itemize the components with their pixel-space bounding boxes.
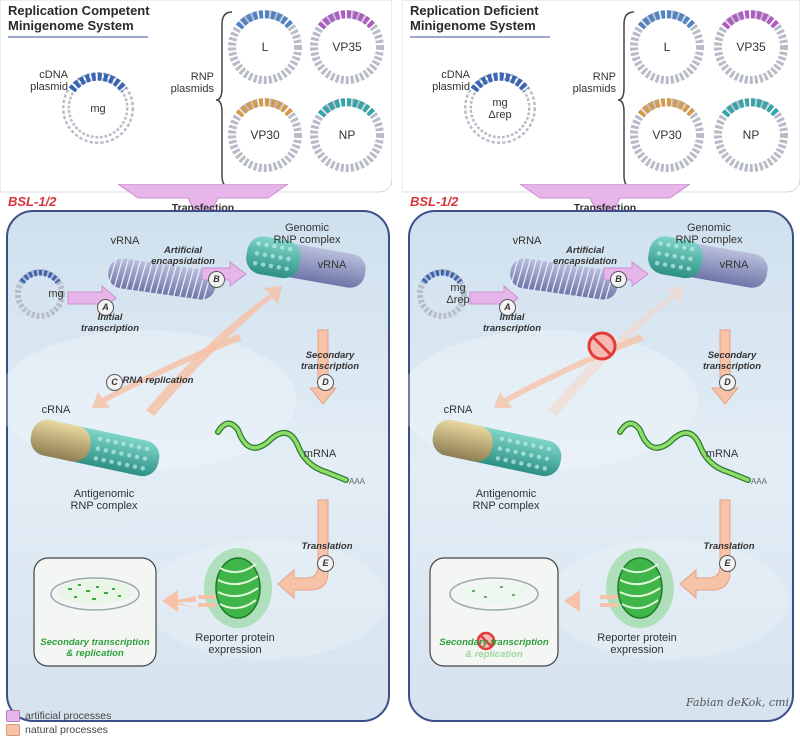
right-cell-translation: Translation <box>703 541 755 552</box>
legend-label-artificial: artificial processes <box>25 710 112 722</box>
right-cell-crna-label: cRNA <box>443 404 473 416</box>
right-mg-plasmid <box>464 72 536 144</box>
right-step-e: E <box>719 555 736 572</box>
right-plasmid-vp35: VP35 <box>736 40 766 54</box>
right-brace <box>618 11 635 189</box>
left-cdna-label: cDNA plasmid <box>30 69 68 93</box>
right-cell-aaa-label: AAA <box>750 477 767 486</box>
left-mg-label: mg <box>90 103 106 115</box>
right-bsl-label: BSL-1/2 <box>410 194 459 209</box>
left-bsl-label: BSL-1/2 <box>8 194 57 209</box>
left-step-a: A <box>97 299 114 316</box>
left-cell-genomic-rnp-label: Genomic RNP complex <box>273 222 341 246</box>
right-title: Replication Deficient Minigenome System <box>410 3 539 33</box>
right-cell-reporter-label: Reporter protein expression <box>597 632 677 656</box>
right-cell-antigenomic-rnp-label: Antigenomic RNP complex <box>472 488 540 512</box>
left-rnp-plasmids <box>228 10 384 172</box>
right-title-line2: Minigenome System <box>410 18 536 33</box>
right-step-d: D <box>719 374 736 391</box>
left-rnp-label: RNP plasmids <box>170 71 214 95</box>
left-cell-mg-label: mg <box>48 288 64 300</box>
right-cell-artificial-encapsidation: Artificial encapsidation <box>553 245 617 267</box>
left-arrow-replication-left <box>92 334 242 408</box>
left-mg-plasmid <box>62 72 134 144</box>
left-reporter-protein <box>204 548 272 628</box>
left-title-underline <box>8 36 148 38</box>
right-cell-initial-transcription: Initial transcription <box>482 312 542 334</box>
left-step-e: E <box>317 555 334 572</box>
right-title-line1: Replication Deficient <box>410 3 539 18</box>
left-cell-rna-replication: RNA replication <box>122 375 194 386</box>
right-title-underline <box>410 36 550 38</box>
left-cell-vrna2-label: vRNA <box>317 259 347 271</box>
legend-swatch-natural <box>6 724 20 736</box>
right-cell-vrna1-label: vRNA <box>512 235 542 247</box>
legend-swatch-artificial <box>6 710 20 722</box>
left-cell-reporter-label: Reporter protein expression <box>195 632 275 656</box>
right-cell-mrna-label: mRNA <box>705 448 739 460</box>
right-plasmid-vp30: VP30 <box>652 128 682 142</box>
legend: artificial processes natural processes <box>6 709 111 737</box>
left-cell-initial-transcription: Initial transcription <box>80 312 140 334</box>
left-cell-antigenomic-rnp-label: Antigenomic RNP complex <box>70 488 138 512</box>
left-cell-secondary-transcription: Secondary transcription <box>300 350 360 372</box>
right-cell-vrna2-label: vRNA <box>719 259 749 271</box>
signature: Fabian deKok, cmi <box>686 696 790 709</box>
left-cell-crna-label: cRNA <box>41 404 71 416</box>
left-antigenomic-rnp <box>30 419 160 477</box>
left-arrow-d <box>308 329 338 405</box>
left-title-line2: Minigenome System <box>8 18 134 33</box>
right-cell-diagram <box>417 236 768 667</box>
left-title-line1: Replication Competent <box>8 3 150 18</box>
left-plasmid-vp30: VP30 <box>250 128 280 142</box>
left-vrna-coil <box>107 257 216 301</box>
legend-item-artificial: artificial processes <box>6 709 111 723</box>
right-rnp-label: RNP plasmids <box>572 71 616 95</box>
left-cell-artificial-encapsidation: Artificial encapsidation <box>151 245 215 267</box>
left-arrow-e <box>277 499 329 600</box>
right-cell-genomic-rnp-label: Genomic RNP complex <box>675 222 743 246</box>
left-arrow-to-dish <box>162 590 178 612</box>
left-brace <box>216 11 233 189</box>
right-cell-dish-caption-2: & replication <box>465 649 523 660</box>
left-step-c: C <box>106 374 123 391</box>
right-cell-dish-caption-1: Secondary transcription <box>439 637 549 648</box>
right-step-b: B <box>610 271 627 288</box>
left-cell-diagram <box>15 236 366 667</box>
left-step-d: D <box>317 374 334 391</box>
left-cell-translation: Translation <box>301 541 353 552</box>
right-cdna-label: cDNA plasmid <box>432 69 470 93</box>
legend-item-natural: natural processes <box>6 723 111 737</box>
left-cell-aaa-label: AAA <box>348 477 365 486</box>
right-step-a: A <box>499 299 516 316</box>
right-no-dish-icon <box>476 631 496 651</box>
left-cell-mg-plasmid <box>15 269 65 319</box>
legend-label-natural: natural processes <box>25 724 108 736</box>
right-arrow-e <box>679 499 731 600</box>
right-arrow-d <box>710 329 740 405</box>
left-genomic-rnp <box>246 236 366 288</box>
left-plasmid-vp35: VP35 <box>332 40 362 54</box>
left-cell-dish-caption: Secondary transcription & replication <box>40 637 150 659</box>
left-plasmid-np: NP <box>338 128 356 142</box>
left-step-b: B <box>208 271 225 288</box>
right-arrow-to-dish <box>564 590 580 612</box>
right-plasmid-np: NP <box>742 128 760 142</box>
left-plasmid-l: L <box>261 40 269 54</box>
right-cell-secondary-transcription: Secondary transcription <box>702 350 762 372</box>
left-title: Replication Competent Minigenome System <box>8 3 150 33</box>
right-no-replication-icon <box>587 331 617 361</box>
left-cell-vrna1-label: vRNA <box>110 235 140 247</box>
right-mg-label: mg Δrep <box>488 97 512 121</box>
right-rnp-plasmids <box>630 10 788 172</box>
left-cell-mrna-label: mRNA <box>303 448 337 460</box>
right-cell-mg-label: mg Δrep <box>446 282 470 306</box>
right-plasmid-l: L <box>663 40 671 54</box>
